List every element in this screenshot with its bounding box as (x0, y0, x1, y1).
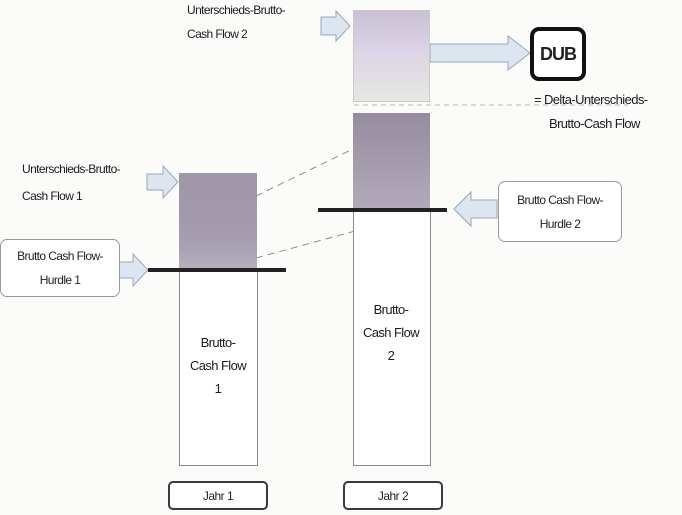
dub-box: DUB (530, 27, 586, 81)
label-diff-cf1-line2: Cash Flow 1 (22, 189, 83, 203)
hurdle-line-2 (318, 208, 447, 212)
bar1-label-line1: Brutto- (200, 335, 236, 350)
year2-label: Jahr 2 (377, 488, 409, 503)
label-diff-cf2-line1: Unterschieds-Brutto- (187, 3, 286, 17)
dub-definition-line1: = Delta-Unterschieds- (534, 92, 648, 107)
bar2-label-line2: Cash Flow (362, 325, 420, 340)
hurdle-line-1 (148, 268, 286, 272)
hurdle2-line2: Hurdle 2 (539, 216, 581, 231)
hurdle2-box: Brutto Cash Flow- Hurdle 2 (498, 181, 622, 242)
label-diff-cf2: Unterschieds-Brutto- Cash Flow 2 (187, 1, 286, 43)
diff-block-1 (179, 173, 257, 268)
dub-definition-line2: Brutto-Cash Flow (549, 116, 640, 131)
dub-label: DUB (540, 43, 577, 64)
block-arrow-diff-cf1 (146, 164, 179, 200)
block-arrow-to-dub (429, 34, 531, 72)
label-diff-cf1-line1: Unterschieds-Brutto- (22, 162, 121, 176)
hurdle1-line1: Brutto Cash Flow- (17, 249, 103, 263)
bar2-label-line3: 2 (387, 348, 395, 363)
label-diff-cf2-line2: Cash Flow 2 (187, 27, 248, 41)
block-arrow-diff-cf2 (320, 9, 351, 43)
hurdle1-box: Brutto Cash Flow- Hurdle 1 (0, 239, 120, 297)
block-arrow-hurdle2 (453, 190, 498, 228)
dub-definition: = Delta-Unterschieds- Brutto-Cash Flow (534, 91, 648, 133)
bar1-label-line3: 1 (214, 381, 222, 396)
bar-column-2 (353, 211, 431, 466)
year1-box: Jahr 1 (168, 481, 268, 510)
bar1-label: Brutto- Cash Flow 1 (179, 333, 257, 398)
bar2-label-line1: Brutto- (373, 302, 409, 317)
diff-block-2 (353, 113, 430, 210)
delta-block (353, 10, 430, 102)
hurdle2-line1: Brutto Cash Flow- (517, 192, 603, 207)
block-arrow-hurdle1 (118, 252, 149, 288)
bar2-label: Brutto- Cash Flow 2 (353, 300, 429, 365)
year1-label: Jahr 1 (202, 488, 234, 503)
year2-box: Jahr 2 (343, 481, 443, 510)
label-diff-cf1: Unterschieds-Brutto- Cash Flow 1 (22, 160, 121, 205)
bar-column-1 (179, 268, 258, 466)
bar1-label-line2: Cash Flow (189, 358, 247, 373)
hurdle1-line2: Hurdle 1 (39, 273, 81, 287)
